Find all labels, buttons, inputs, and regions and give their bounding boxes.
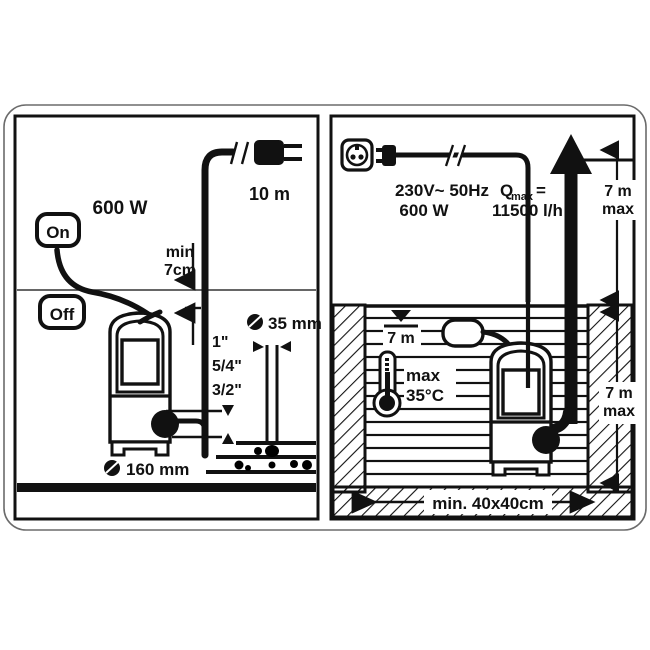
pit-wall-left — [331, 303, 367, 494]
pump-diameter-label: 160 mm — [126, 460, 189, 479]
switch-off-label: Off — [50, 305, 75, 324]
head-lower-label-line2: max — [603, 403, 635, 420]
gravel-bed-icon — [206, 441, 316, 474]
panel-right: 230V~ 50Hz 600 W Q max = 11500 l/h 7 m m… — [329, 114, 641, 521]
float-switch-on-icon: On — [35, 212, 81, 248]
pipe-size-1-label: 1" — [212, 334, 228, 351]
float-switch-icon — [441, 318, 521, 365]
submersible-pump-icon — [108, 311, 179, 457]
thermometer-icon — [372, 350, 402, 418]
min-level-label-line1: min — [166, 244, 194, 261]
pit-size-label: min. 40x40cm — [432, 494, 544, 513]
qmax-value-label: 11500 l/h — [492, 201, 563, 220]
cable-length-label: 10 m — [249, 184, 290, 204]
immersion-depth-label: 7 m — [387, 330, 415, 347]
power-cable-left — [201, 141, 250, 459]
switch-on-label: On — [46, 223, 70, 242]
pump-outlet-icon-right — [532, 426, 560, 454]
voltage-label: 230V~ 50Hz — [395, 181, 489, 200]
floor-band — [17, 483, 316, 492]
wall-socket-icon — [340, 138, 374, 172]
outlet-marker-up — [222, 433, 234, 444]
temp-max-label-line1: max — [406, 366, 441, 385]
discharge-flow-arrow-icon — [550, 134, 634, 424]
qmax-prefix-label: Q — [500, 181, 513, 200]
water-level-triangle-icon — [384, 310, 418, 328]
head-upper-label-line2: max — [602, 201, 634, 218]
power-plug-icon-right — [376, 145, 396, 166]
power-label-right: 600 W — [399, 201, 449, 220]
head-upper-label-line1: 7 m — [604, 183, 632, 200]
power-cable-right — [396, 144, 531, 302]
pipe-size-3-label: 3/2" — [212, 382, 242, 399]
qmax-subscript-label: max — [511, 191, 534, 203]
outlet-marker-down — [222, 405, 234, 416]
submersible-pump-icon-right — [489, 341, 560, 477]
float-switch-off-icon: Off — [38, 294, 86, 330]
hose-pipe-icon — [253, 341, 291, 443]
pump-outlet-icon — [151, 410, 179, 438]
diameter-symbol-hose-icon — [247, 314, 263, 330]
temp-max-label-line2: 35°C — [406, 386, 444, 405]
head-lower-label-line1: 7 m — [605, 385, 633, 402]
diameter-symbol-pump-icon — [104, 460, 120, 476]
power-label-left: 600 W — [93, 198, 148, 219]
panel-left: 10 m 600 W On Off min 7cm — [13, 114, 322, 521]
power-plug-icon — [254, 140, 302, 165]
pipe-size-2-label: 5/4" — [212, 358, 242, 375]
min-level-label-line2: 7cm — [164, 262, 196, 279]
hose-diameter-label: 35 mm — [268, 314, 322, 333]
qmax-equals-label: = — [536, 181, 546, 200]
